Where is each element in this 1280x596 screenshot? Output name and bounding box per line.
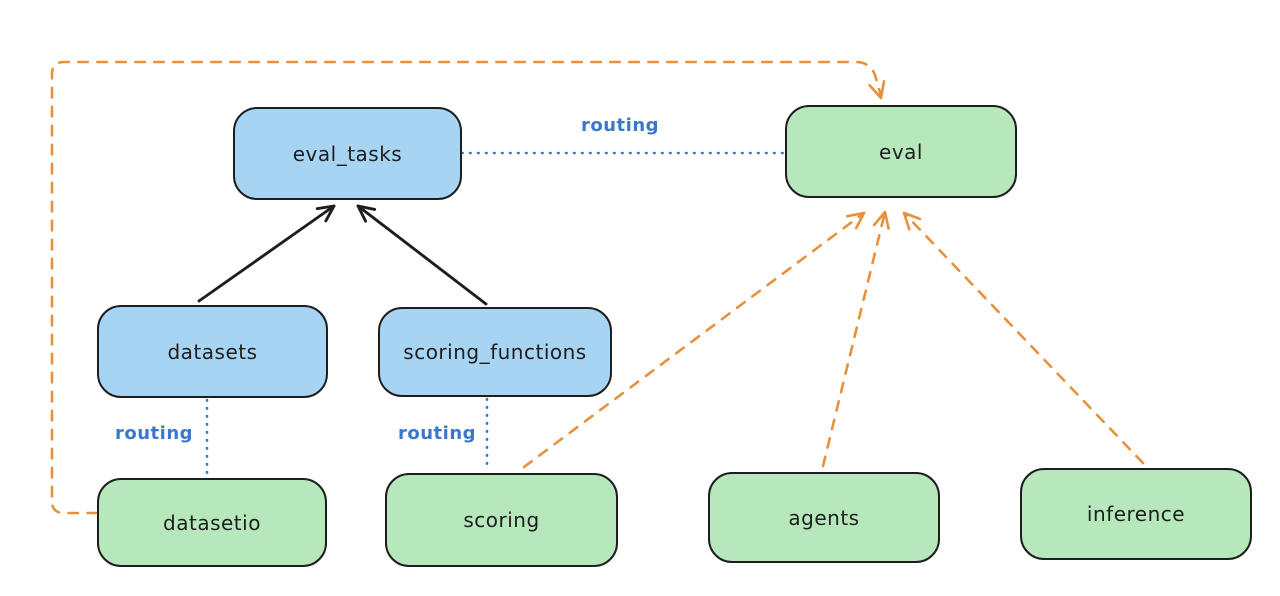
edge-datasets-eval-tasks xyxy=(197,204,336,303)
edge-scoring-eval xyxy=(522,211,866,469)
edge-scoring-eval-arrowhead-icon xyxy=(846,211,866,230)
edge-datasetio-eval-arrowhead-icon xyxy=(868,80,886,100)
edge-scoring-functions-eval-tasks xyxy=(356,204,488,306)
edge-datasets-eval-tasks-arrowhead-icon xyxy=(315,204,336,223)
node-agents-label: agents xyxy=(788,505,860,530)
node-datasets-label: datasets xyxy=(167,339,258,364)
node-inference: inference xyxy=(1020,468,1252,560)
edge-inference-eval-arrowhead-icon xyxy=(902,211,922,231)
edge-inference-eval xyxy=(902,211,1145,465)
edge-agents-eval xyxy=(821,210,887,468)
node-scoring-label: scoring xyxy=(463,508,540,532)
edge-agents-eval-arrowhead-icon xyxy=(872,210,890,230)
edge-label-routing-scoring: routing xyxy=(397,423,477,444)
edge-scoring-functions-eval-tasks-arrowhead-icon xyxy=(356,204,377,223)
node-eval-tasks-label: eval_tasks xyxy=(292,141,403,166)
node-scoring-functions: scoring_functions xyxy=(378,307,612,397)
node-eval-label: eval xyxy=(879,139,923,164)
node-eval: eval xyxy=(785,105,1017,198)
node-inference-label: inference xyxy=(1086,502,1186,526)
node-scoring-functions-label: scoring_functions xyxy=(403,340,587,364)
node-agents: agents xyxy=(708,472,940,563)
node-datasetio-label: datasetio xyxy=(163,510,261,535)
node-datasetio: datasetio xyxy=(97,478,327,567)
edge-datasetio-eval xyxy=(50,60,883,515)
node-scoring: scoring xyxy=(385,473,618,567)
node-datasets: datasets xyxy=(97,305,328,398)
node-eval-tasks: eval_tasks xyxy=(233,107,462,200)
edge-label-routing-top: routing xyxy=(580,115,660,136)
edge-label-routing-datasets: routing xyxy=(114,423,194,444)
